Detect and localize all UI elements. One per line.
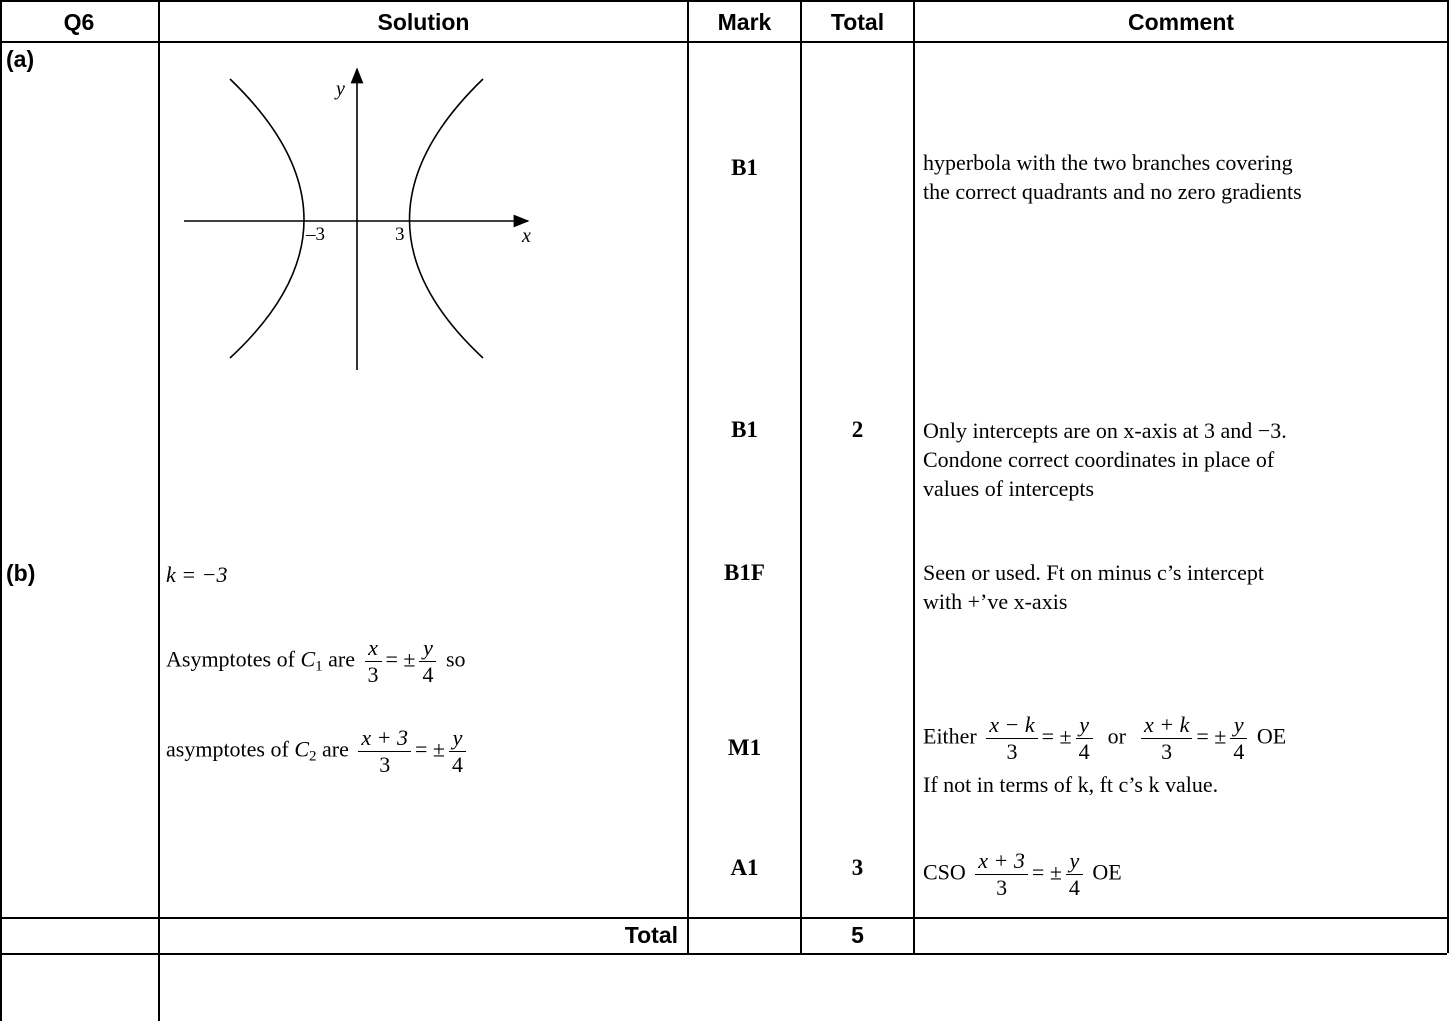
rule-left [0, 0, 2, 1021]
rule-mark-total [800, 0, 802, 953]
mark-a1: B1 [731, 155, 758, 180]
total-b: 3 [851, 855, 864, 880]
rule-solution-mark [687, 0, 689, 953]
rule-top [0, 0, 1447, 2]
mark-b3: A1 [730, 855, 759, 880]
part-a-label: (a) [6, 46, 35, 72]
header-comment: Comment [1127, 9, 1235, 35]
rule-header-bottom [0, 41, 1447, 43]
left-branch [229, 78, 305, 359]
header-total: Total [830, 9, 885, 35]
header-solution: Solution [377, 9, 470, 35]
right-branch [408, 78, 484, 359]
part-b-label: (b) [6, 560, 36, 586]
comment-b2-line2: If not in terms of k, ft c’s k value. [923, 772, 1219, 797]
x-axis-label: x [521, 225, 531, 247]
neg-intercept-label: –3 [305, 224, 325, 245]
mark-b2: M1 [727, 735, 762, 760]
header-mark: Mark [717, 9, 772, 35]
rule-total-comment [913, 0, 915, 953]
total-a: 2 [851, 417, 864, 442]
header-q: Q6 [63, 9, 95, 35]
pos-intercept-label: 3 [395, 224, 405, 245]
rule-right [1447, 0, 1449, 953]
mark-a2: B1 [731, 417, 758, 442]
rule-q-solution [158, 0, 160, 1021]
total-row-value: 5 [851, 922, 864, 948]
comment-b1: Seen or used. Ft on minus c’s intercept … [923, 560, 1264, 614]
comment-a1: hyperbola with the two branches covering… [923, 150, 1302, 204]
hyperbola-graph: y x –3 3 [184, 67, 531, 370]
y-axis-label: y [334, 78, 345, 100]
comment-a2: Only intercepts are on x-axis at 3 and −… [923, 418, 1287, 501]
total-row-label: Total [624, 922, 678, 948]
rule-total-bottom [0, 953, 1447, 955]
rule-total-top [0, 917, 1447, 919]
mark-b1: B1F [724, 560, 765, 585]
k-value: k = −3 [166, 562, 228, 587]
